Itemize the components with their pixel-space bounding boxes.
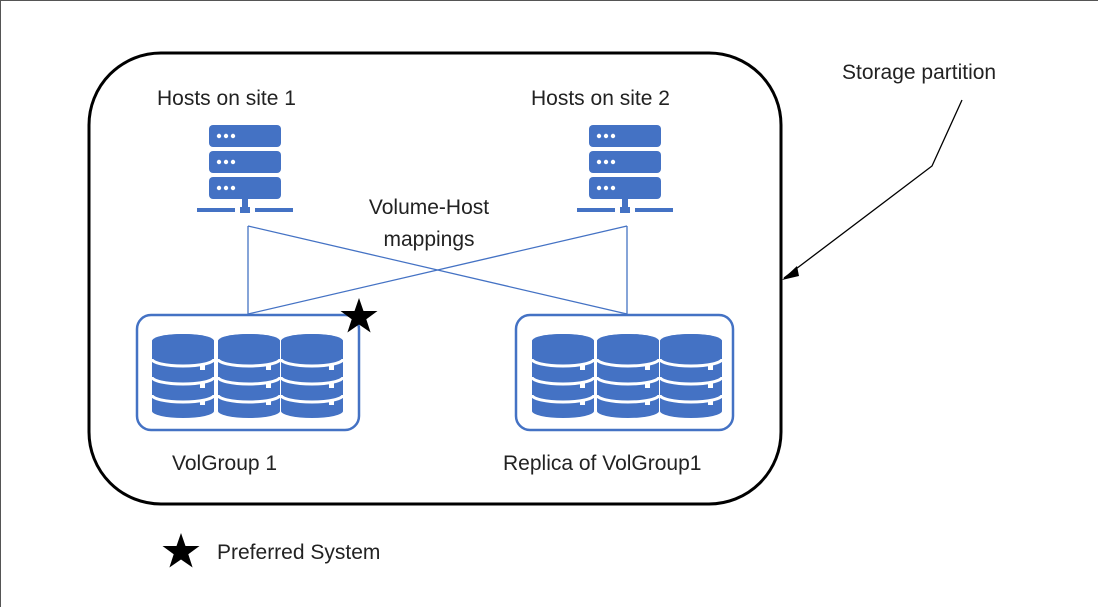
database-cylinder-icon-2 bbox=[216, 332, 282, 420]
database-cylinder-icon-4 bbox=[530, 332, 596, 420]
partition-callout-line bbox=[783, 99, 963, 279]
database-cylinder-icon-3 bbox=[279, 332, 345, 420]
server-rack-icon-site2 bbox=[577, 125, 673, 213]
hosts-site2-label: Hosts on site 2 bbox=[531, 87, 670, 110]
mapping-label-line1: Volume-Host bbox=[368, 196, 490, 219]
replica-label: Replica of VolGroup1 bbox=[503, 452, 702, 475]
frame-top-edge bbox=[0, 0, 1098, 1]
frame-left-edge bbox=[0, 0, 1, 607]
storage-partition-label: Storage partition bbox=[842, 61, 997, 84]
legend-label: Preferred System bbox=[217, 541, 381, 564]
storage-partition-box bbox=[87, 51, 783, 506]
legend-star-icon bbox=[162, 533, 200, 568]
volgroup1-label: VolGroup 1 bbox=[172, 452, 278, 475]
database-cylinder-icon-6 bbox=[658, 332, 724, 420]
mapping-label-line2: mappings bbox=[383, 228, 475, 251]
database-cylinder-icon-1 bbox=[150, 332, 216, 420]
server-rack-icon-site1 bbox=[197, 125, 293, 213]
partition-callout-arrowhead bbox=[782, 266, 799, 280]
mapping-lines bbox=[247, 225, 628, 315]
database-cylinder-icon-5 bbox=[595, 332, 661, 420]
hosts-site1-label: Hosts on site 1 bbox=[157, 87, 296, 110]
